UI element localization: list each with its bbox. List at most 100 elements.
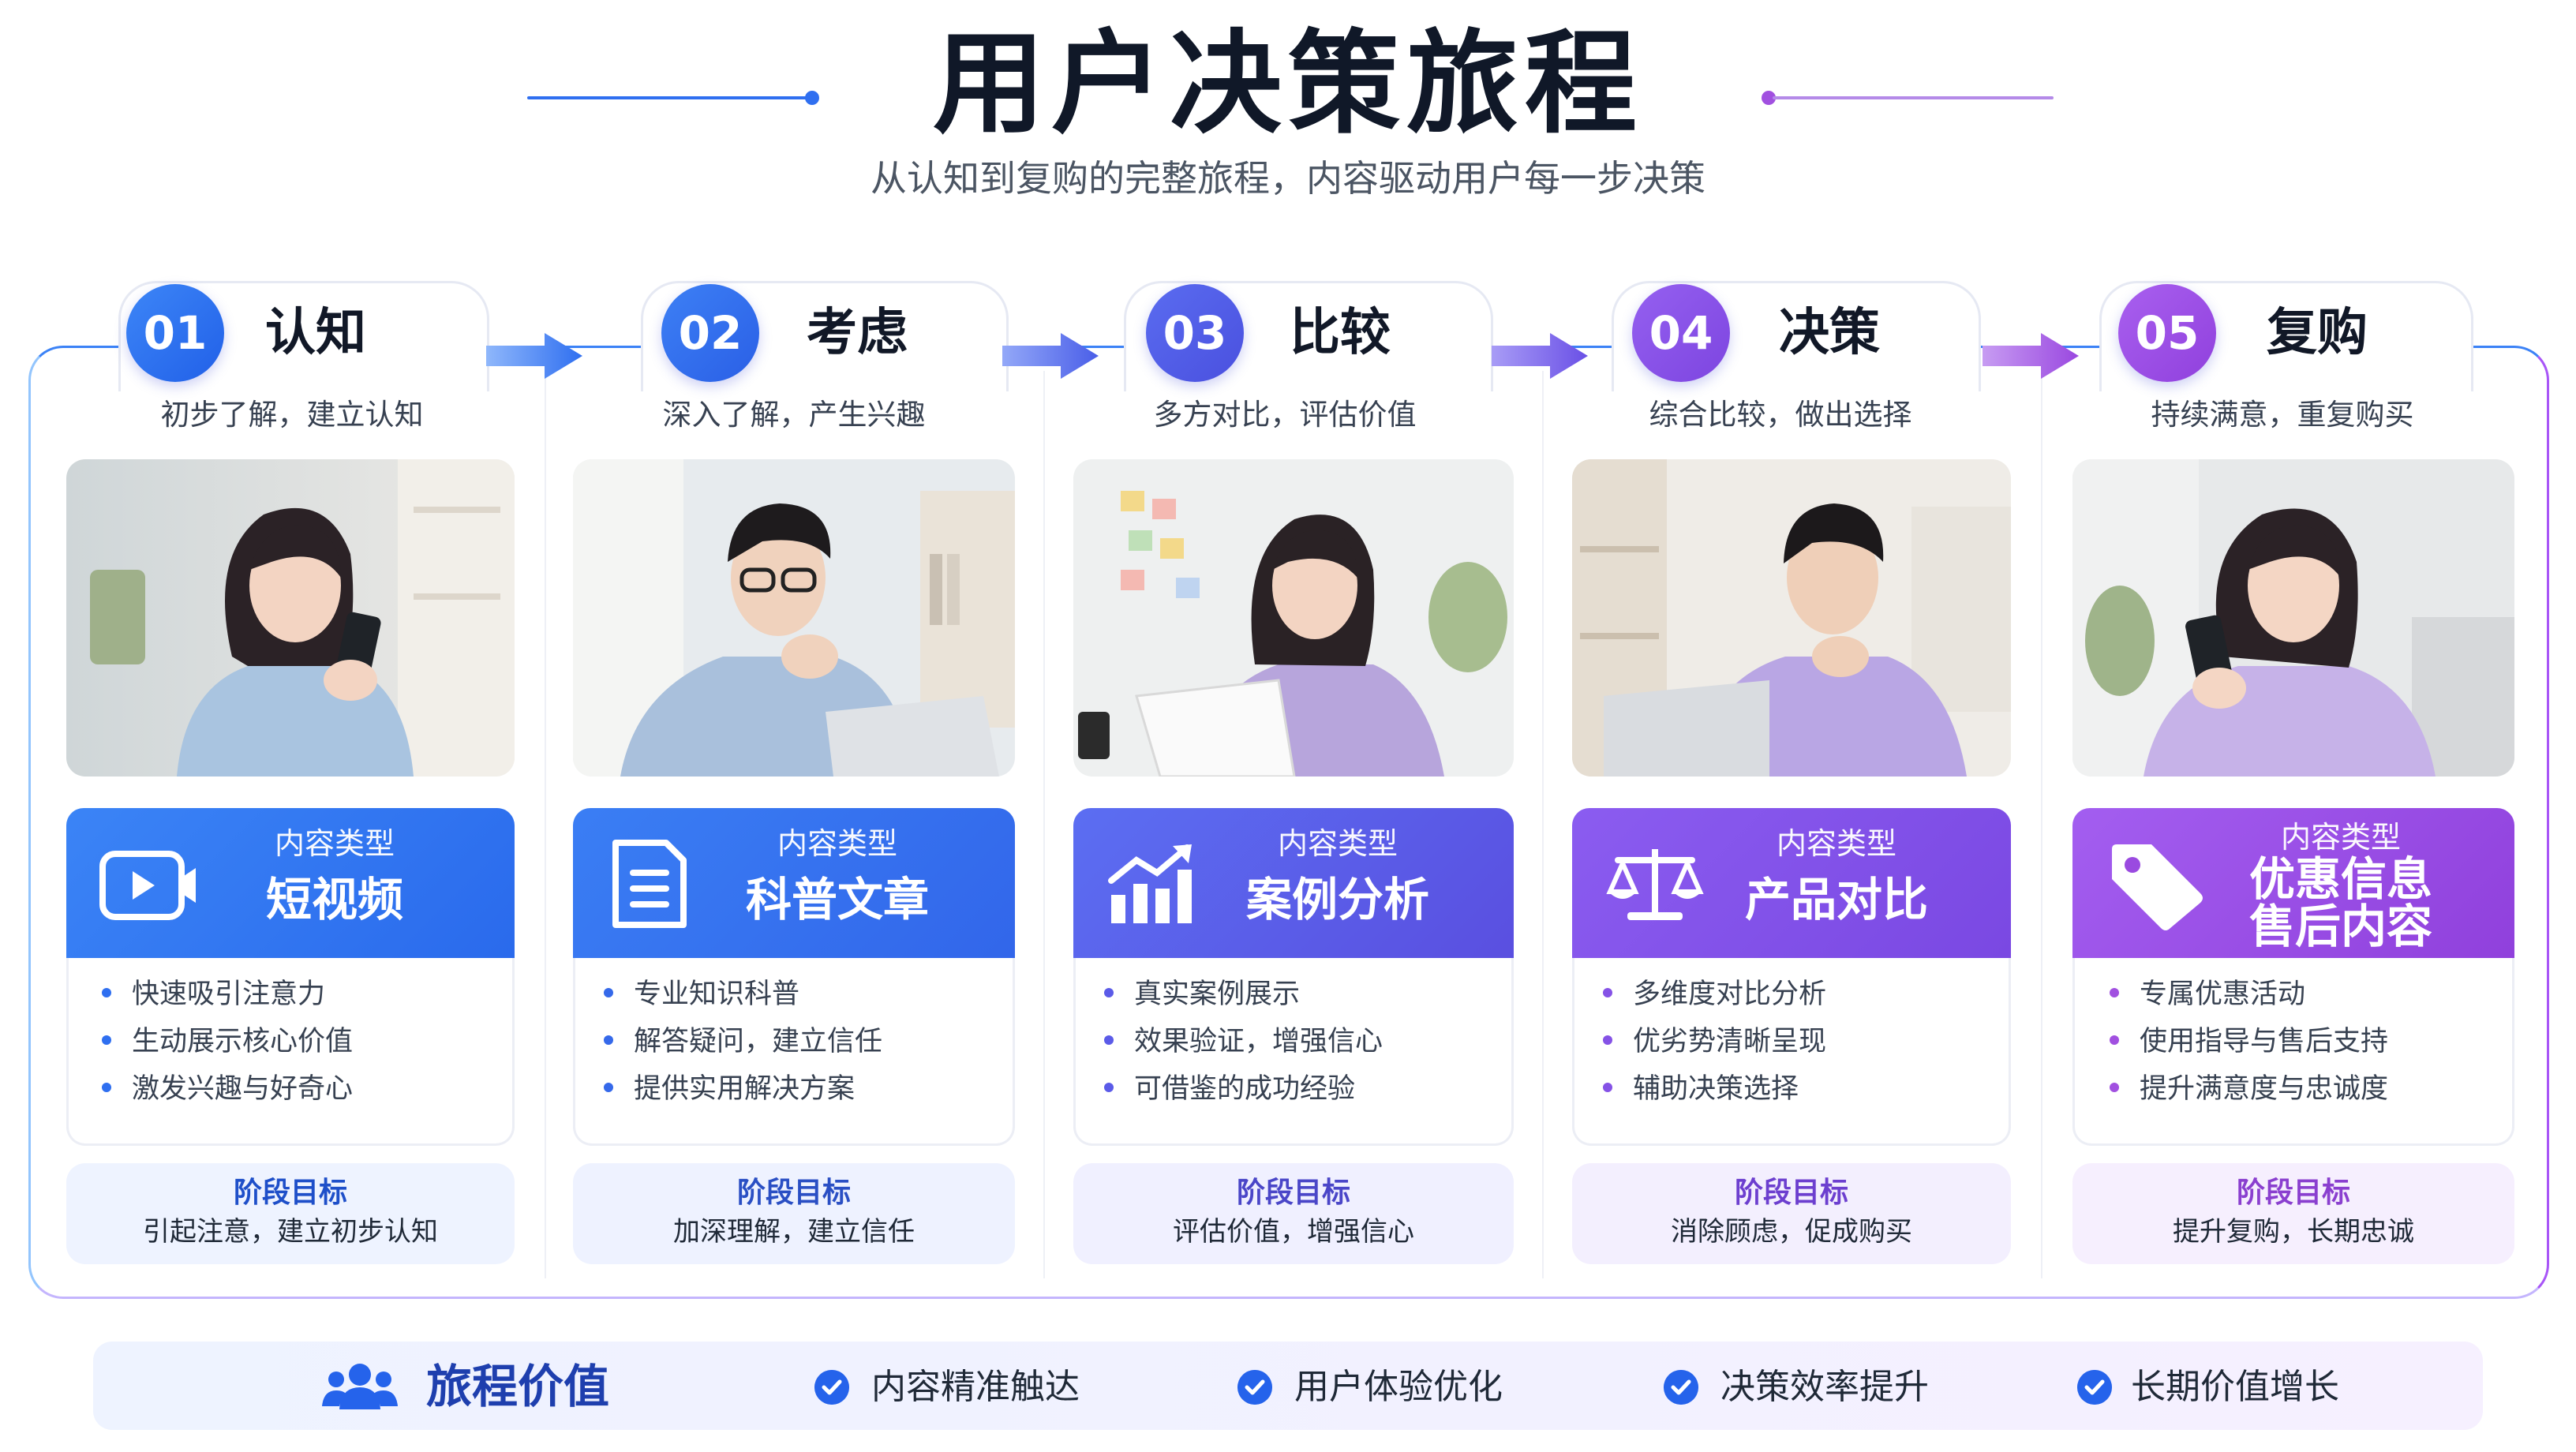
value-item: 内容精准触达: [871, 1367, 1080, 1407]
value-item: 用户体验优化: [1294, 1367, 1503, 1407]
users-group-icon: [322, 1364, 398, 1409]
check-circle-icon: [814, 1370, 849, 1405]
value-bar-title: 旅程价值: [426, 1360, 610, 1413]
arrow-right-icon: [1983, 333, 2079, 379]
list-item: 优劣势清晰呈现: [1603, 1021, 2009, 1062]
arrow-right-icon: [1002, 333, 1099, 379]
bullet-list: 多维度对比分析 优劣势清晰呈现 辅助决策选择: [1572, 958, 2011, 1146]
column-divider: [1542, 371, 1544, 1278]
bullet-list: 专业知识科普 解答疑问，建立信任 提供实用解决方案: [573, 958, 1015, 1146]
list-item: 激发兴趣与好奇心: [102, 1068, 512, 1110]
column-divider: [2041, 371, 2042, 1278]
content-type-label: 内容类型: [1776, 826, 1896, 861]
stage-title: 认知: [265, 304, 366, 362]
list-item: 提供实用解决方案: [604, 1068, 1013, 1110]
goal-label: 阶段目标: [736, 1177, 851, 1209]
stage-title: 比较: [1290, 304, 1391, 362]
list-item: 提升满意度与忠诚度: [2110, 1068, 2512, 1110]
title-decoration-right-line: [1773, 96, 2054, 99]
content-type-card: 内容类型 优惠信息 售后内容: [2072, 808, 2514, 958]
goal-label: 阶段目标: [2236, 1177, 2350, 1209]
list-item: 快速吸引注意力: [102, 974, 512, 1015]
content-type-label: 内容类型: [274, 826, 395, 861]
list-item: 多维度对比分析: [1603, 974, 2009, 1015]
content-type-label: 内容类型: [2280, 820, 2401, 855]
list-item: 生动展示核心价值: [102, 1021, 512, 1062]
goal-label: 阶段目标: [1236, 1177, 1350, 1209]
content-type-name: 案例分析: [1245, 873, 1429, 926]
check-circle-icon: [2077, 1370, 2112, 1405]
goal-text: 引起注意，建立初步认知: [143, 1216, 438, 1248]
arrow-right-icon: [486, 333, 582, 379]
list-item: 解答疑问，建立信任: [604, 1021, 1013, 1062]
stage-goal: 阶段目标 消除顾虑，促成购买: [1572, 1163, 2011, 1264]
list-item: 可借鉴的成功经验: [1104, 1068, 1511, 1110]
stage-goal: 阶段目标 引起注意，建立初步认知: [66, 1163, 515, 1264]
content-type-name: 科普文章: [745, 873, 929, 926]
stage-description: 持续满意，重复购买: [2151, 398, 2414, 432]
stage-description: 综合比较，做出选择: [1649, 398, 1912, 432]
content-type-name: 产品对比: [1744, 873, 1928, 926]
content-type-label: 内容类型: [1277, 826, 1398, 861]
goal-text: 评估价值，增强信心: [1173, 1216, 1414, 1248]
goal-label: 阶段目标: [1734, 1177, 1848, 1209]
value-item: 决策效率提升: [1720, 1367, 1929, 1407]
list-item: 辅助决策选择: [1603, 1068, 2009, 1110]
list-item: 效果验证，增强信心: [1104, 1021, 1511, 1062]
goal-text: 消除顾虑，促成购买: [1671, 1216, 1912, 1248]
content-type-card: 内容类型 产品对比: [1572, 808, 2011, 958]
stage-photo-woman-report: [1073, 459, 1514, 777]
list-item: 真实案例展示: [1104, 974, 1511, 1015]
page-subtitle: 从认知到复购的完整旅程，内容驱动用户每一步决策: [871, 157, 1705, 200]
stage-photo-woman-phone: [66, 459, 515, 777]
list-item: 专业知识科普: [604, 974, 1013, 1015]
goal-text: 加深理解，建立信任: [673, 1216, 915, 1248]
stage-goal: 阶段目标 加深理解，建立信任: [573, 1163, 1015, 1264]
column-divider: [545, 371, 546, 1278]
bullet-list: 专属优惠活动 使用指导与售后支持 提升满意度与忠诚度: [2072, 958, 2514, 1146]
check-circle-icon: [1237, 1370, 1272, 1405]
stage-photo-man-laptop: [573, 459, 1015, 777]
stage-number-badge: 04: [1632, 284, 1730, 382]
title-decoration-right-dot: [1762, 91, 1776, 105]
content-type-card: 内容类型 案例分析: [1073, 808, 1514, 958]
stage-photo-woman-smiling: [2072, 459, 2514, 777]
bullet-list: 真实案例展示 效果验证，增强信心 可借鉴的成功经验: [1073, 958, 1514, 1146]
stage-photo-man-thinking: [1572, 459, 2011, 777]
content-type-name-line2: 售后内容: [2248, 900, 2432, 953]
content-type-card: 内容类型 科普文章: [573, 808, 1015, 958]
list-item: 使用指导与售后支持: [2110, 1021, 2512, 1062]
content-type-label: 内容类型: [777, 826, 897, 861]
title-decoration-left-dot: [805, 91, 819, 105]
content-type-card: 内容类型 短视频: [66, 808, 515, 958]
stage-description: 多方对比，评估价值: [1153, 398, 1417, 432]
stage-title: 复购: [2267, 304, 2368, 362]
video-icon: [99, 851, 196, 920]
page-title: 用户决策旅程: [933, 19, 1643, 149]
stage-number-badge: 05: [2118, 284, 2216, 382]
bullet-list: 快速吸引注意力 生动展示核心价值 激发兴趣与好奇心: [66, 958, 515, 1146]
value-item: 长期价值增长: [2131, 1367, 2339, 1407]
document-icon: [612, 840, 687, 928]
scale-icon: [1606, 849, 1704, 920]
stage-number-badge: 02: [661, 284, 759, 382]
stage-goal: 阶段目标 评估价值，增强信心: [1073, 1163, 1514, 1264]
price-tag-icon: [2112, 844, 2205, 930]
stage-goal: 阶段目标 提升复购，长期忠诚: [2072, 1163, 2514, 1264]
stage-title: 决策: [1779, 304, 1880, 362]
stage-number-badge: 01: [126, 284, 224, 382]
goal-label: 阶段目标: [233, 1177, 347, 1209]
arrow-right-icon: [1492, 333, 1588, 379]
stage-description: 初步了解，建立认知: [160, 398, 424, 432]
stage-number-badge: 03: [1146, 284, 1244, 382]
check-circle-icon: [1664, 1370, 1698, 1405]
growth-chart-icon: [1108, 844, 1192, 923]
title-decoration-left-line: [527, 96, 811, 99]
content-type-name: 短视频: [265, 873, 403, 926]
goal-text: 提升复购，长期忠诚: [2173, 1216, 2414, 1248]
stage-title: 考虑: [807, 304, 908, 362]
stage-description: 深入了解，产生兴趣: [662, 398, 926, 432]
column-divider: [1043, 371, 1045, 1278]
list-item: 专属优惠活动: [2110, 974, 2512, 1015]
content-type-name-line1: 优惠信息: [2248, 852, 2432, 906]
